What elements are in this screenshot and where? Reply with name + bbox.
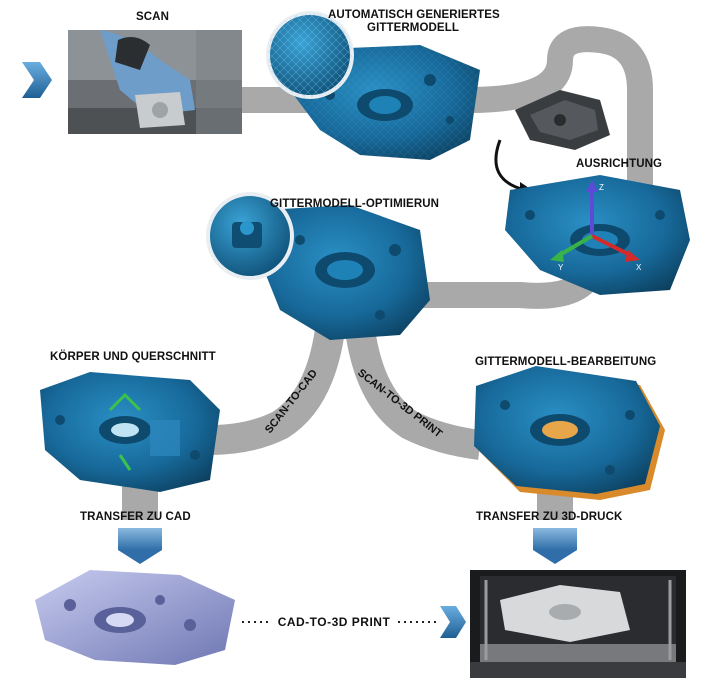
scan-photo	[68, 30, 242, 134]
step-label-scan: SCAN	[136, 11, 169, 23]
step-label-auto-mesh-line1: AUTOMATISCH GENERIERTES	[328, 9, 500, 21]
axis-z-label: Z	[599, 183, 604, 192]
down-arrow-icon	[533, 528, 577, 564]
step-label-mesh-optimization: GITTERMODELL-OPTIMIERUN	[270, 198, 440, 210]
step-label-transfer-cad: TRANSFER ZU CAD	[80, 511, 191, 523]
cad-to-3d-label: CAD-TO-3D PRINT	[278, 615, 391, 629]
alignment-model: Z X Y	[505, 175, 690, 295]
mesh-editing-model	[474, 366, 665, 500]
step-label-transfer-3d: TRANSFER ZU 3D-DRUCK	[476, 511, 623, 523]
down-arrow-icon	[118, 528, 162, 564]
body-section-model	[40, 372, 220, 492]
axis-y-label: Y	[558, 263, 564, 272]
curved-arrow-icon	[494, 139, 526, 192]
raw-scan-model	[515, 90, 610, 150]
chevron-right-icon	[440, 606, 466, 638]
printer-photo	[470, 570, 686, 678]
auto-mesh-model	[266, 11, 480, 160]
step-label-auto-mesh-line2: GITTERMODELL	[367, 22, 459, 34]
step-label-body-section: KÖRPER UND QUERSCHNITT	[50, 351, 216, 363]
mesh-optimization-model	[206, 192, 430, 340]
chevron-right-icon	[22, 62, 52, 98]
step-label-alignment: AUSRICHTUNG	[576, 158, 663, 170]
cad-model	[35, 570, 235, 665]
axis-x-label: X	[636, 263, 642, 272]
step-label-auto-mesh: AUTOMATISCH GENERIERTES GITTERMODELL	[328, 9, 500, 35]
step-label-mesh-editing: GITTERMODELL-BEARBEITUNG	[475, 356, 657, 368]
